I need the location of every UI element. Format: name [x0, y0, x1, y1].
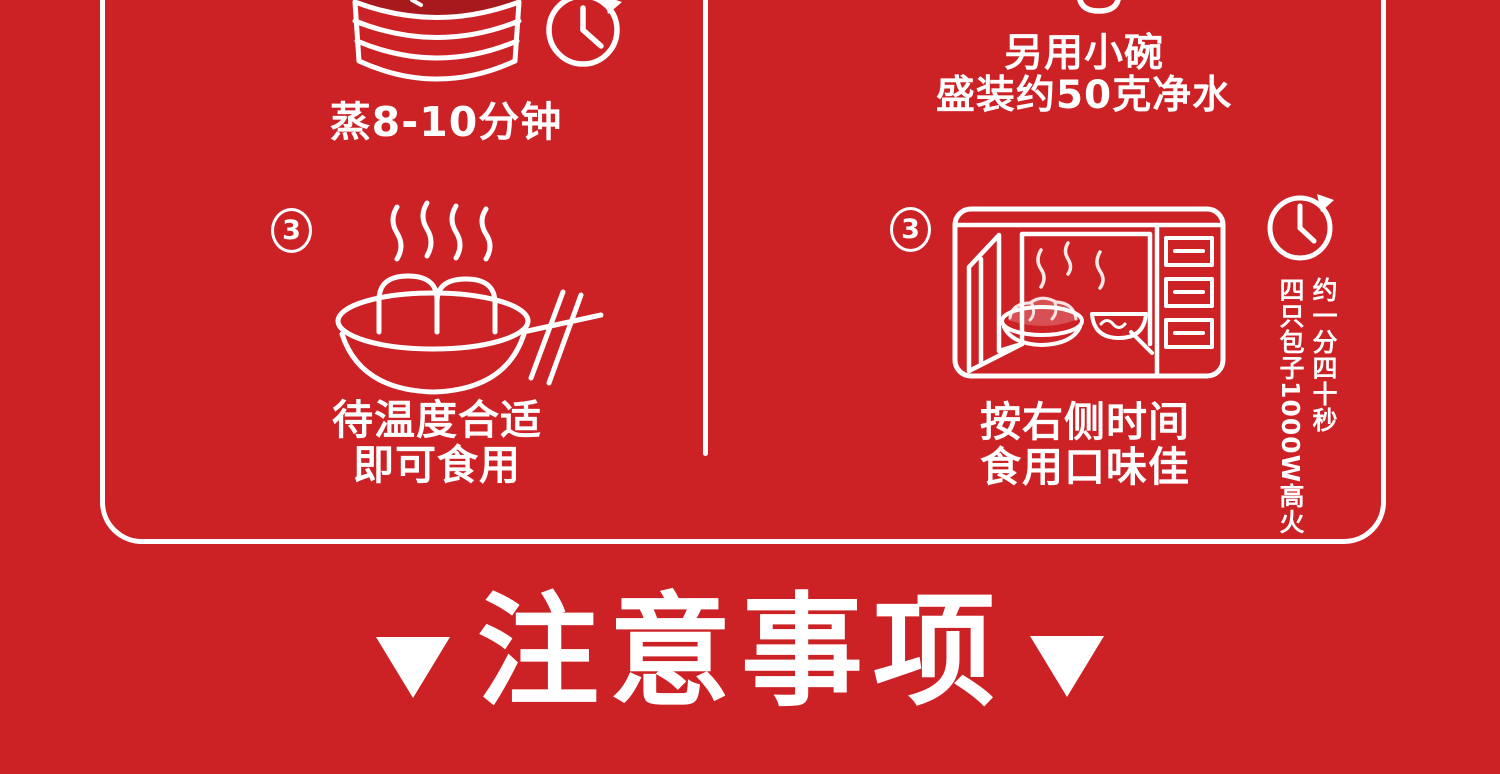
timer-clock-icon	[546, 0, 622, 67]
microwave-step-caption-line1: 按右侧时间	[980, 398, 1190, 446]
microwave-step-caption: 按右侧时间 食用口味佳	[885, 400, 1285, 490]
step-number-badge: 3	[271, 208, 312, 253]
water-step-caption: 另用小碗 盛装约50克净水	[884, 33, 1284, 117]
serve-step-caption: 待温度合适 即可食用	[237, 398, 637, 488]
column-divider-line	[703, 0, 708, 456]
steam-lines-icon	[390, 200, 493, 262]
microwave-timer-note: 约一分四十秒 四只包子1000W高火	[1254, 277, 1340, 536]
timer-note-column-left: 四只包子1000W高火	[1276, 277, 1305, 536]
section-title: 注意事项	[477, 579, 1005, 723]
microwave-step-caption-line2: 食用口味佳	[980, 443, 1190, 491]
small-bowl-partial-icon	[1077, 0, 1121, 14]
bowl-of-buns-icon	[335, 273, 531, 395]
chopsticks-icon	[520, 289, 604, 386]
microwave-icon	[952, 206, 1226, 379]
water-step-caption-line2: 盛装约50克净水	[935, 73, 1233, 118]
instructions-panel-border	[100, 0, 1386, 544]
serve-step-caption-line1: 待温度合适	[332, 396, 542, 444]
step-number-badge: 3	[890, 207, 931, 252]
steam-step-caption: 蒸8-10分钟	[329, 98, 563, 146]
serve-step-caption-line2: 即可食用	[353, 441, 521, 489]
steamer-basket-icon	[352, 0, 522, 82]
timer-clock-icon	[1267, 194, 1334, 261]
water-step-caption-line1: 另用小碗	[1003, 31, 1164, 76]
timer-note-column-right: 约一分四十秒	[1309, 277, 1338, 433]
